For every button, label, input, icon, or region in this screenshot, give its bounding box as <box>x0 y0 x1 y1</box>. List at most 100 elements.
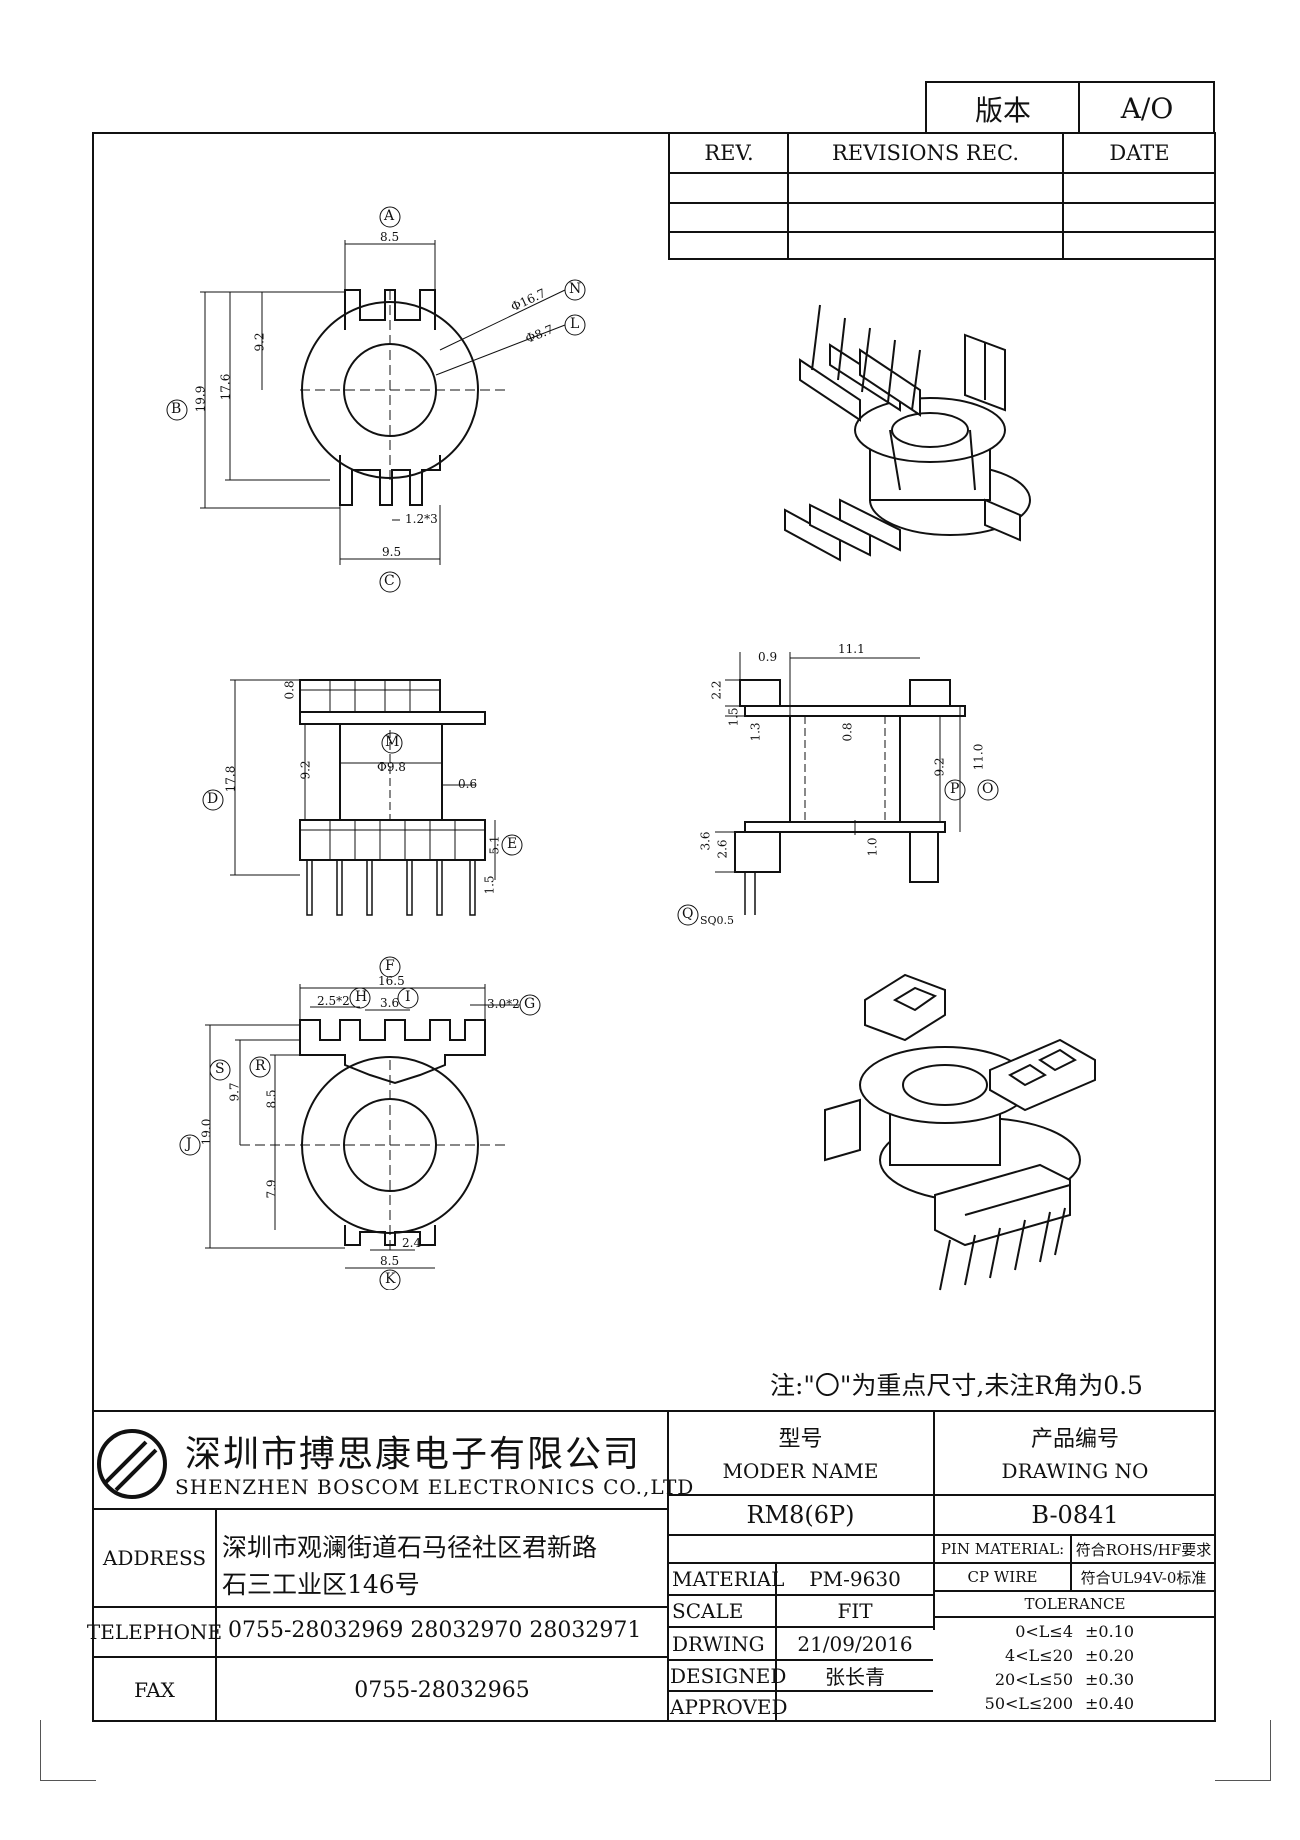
label-g: G <box>524 996 536 1012</box>
tolerance-row: 20<L≤50 ±0.30 <box>935 1670 1215 1694</box>
label-m: M <box>385 734 400 750</box>
dim-9-2-front: 9.2 <box>298 760 313 780</box>
dim-8-5-top: 8.5 <box>380 230 400 244</box>
drawing-no-label-en: DRAWING NO <box>1001 1459 1149 1483</box>
scale-label: SCALE <box>672 1599 744 1623</box>
tolerance-range: 0<L≤4 <box>1015 1622 1073 1641</box>
material-label: MATERIAL <box>672 1567 785 1591</box>
bottom-view <box>179 956 541 1290</box>
approved-label: APPROVED <box>670 1695 788 1719</box>
version-box: 版本 A/O <box>925 81 1215 134</box>
address-line2: 石三工业区146号 <box>222 1570 420 1599</box>
dim-1-3: 1.3 <box>748 722 763 742</box>
dim-8-5-k: 8.5 <box>380 1254 400 1268</box>
designed-value: 张长青 <box>825 1665 885 1689</box>
isometric-view-top <box>784 304 1031 562</box>
dim-1-0: 1.0 <box>865 837 880 857</box>
balloon-k <box>379 1269 401 1290</box>
drawing-note: 注:"〇"为重点尺寸,未注R角为0.5 <box>770 1371 1143 1400</box>
crop-mark-bottom-left <box>40 1720 96 1781</box>
balloon-i <box>397 987 419 1009</box>
tolerance-range: 50<L≤200 <box>984 1694 1073 1713</box>
model-value: RM8(6P) <box>746 1501 855 1529</box>
balloon-m <box>381 732 403 754</box>
fax-value: 0755-28032965 <box>354 1677 530 1703</box>
tolerance-label: TOLERANCE <box>1024 1595 1126 1613</box>
dim-9-2-top: 9.2 <box>252 332 267 352</box>
balloon-j <box>179 1134 201 1156</box>
dim-7-9: 7.9 <box>264 1179 279 1199</box>
cp-wire-value: 符合UL94V-0标准 <box>1080 1568 1207 1587</box>
dim-0-8-front: 0.8 <box>282 680 297 700</box>
dim-2-6: 2.6 <box>715 839 730 859</box>
tolerance-value: ±0.20 <box>1085 1646 1135 1665</box>
model-label-cn: 型号 <box>778 1427 823 1452</box>
dim-1-5-front: 1.5 <box>482 875 497 895</box>
label-j: J <box>186 1136 192 1152</box>
revisions-rec-header: REVISIONS REC. <box>831 141 1020 165</box>
balloon-n <box>564 279 586 301</box>
drawing-frame <box>92 132 1216 1722</box>
dim-17-6: 17.6 <box>218 373 233 401</box>
label-i: I <box>405 989 411 1005</box>
scale-value: FIT <box>837 1599 873 1623</box>
label-k: K <box>385 1271 396 1287</box>
dim-1-5-side: 1.5 <box>726 707 741 727</box>
tolerance-row: 4<L≤20 ±0.20 <box>935 1646 1215 1670</box>
dim-2-2: 2.2 <box>709 680 724 700</box>
dim-19-0: 19.0 <box>199 1118 214 1146</box>
dim-17-8: 17.8 <box>223 765 238 793</box>
dim-9-2-side: 9.2 <box>932 757 947 777</box>
balloon-b <box>166 399 188 421</box>
fax-label: FAX <box>134 1678 175 1702</box>
dim-8-5-bottom: 8.5 <box>264 1089 279 1109</box>
balloon-q <box>677 904 699 926</box>
label-r: R <box>255 1058 266 1074</box>
tolerance-range: 4<L≤20 <box>1005 1646 1073 1665</box>
dim-3-6-bottom: 3.6 <box>380 996 400 1010</box>
dim-19-9: 19.9 <box>193 385 208 413</box>
dim-1-2x3: 1.2*3 <box>405 512 438 526</box>
drwing-label: DRWING <box>672 1631 765 1656</box>
drawing-no-label-cn: 产品编号 <box>1030 1427 1119 1452</box>
dim-0-8-side: 0.8 <box>840 722 855 742</box>
model-label-en: MODER NAME <box>722 1459 879 1483</box>
telephone-value: 0755-28032969 28032970 28032971 <box>228 1618 642 1643</box>
balloon-a <box>379 206 401 228</box>
designed-label: DESIGNED <box>670 1663 787 1688</box>
label-n: N <box>569 281 582 297</box>
balloon-o <box>977 779 999 801</box>
tolerance-range: 20<L≤50 <box>994 1670 1073 1689</box>
dim-5-1: 5.1 <box>487 835 502 855</box>
dim-16-5: 16.5 <box>378 974 405 988</box>
label-q: Q <box>682 906 694 922</box>
balloon-h <box>349 987 371 1009</box>
balloon-g <box>519 994 541 1016</box>
pin-material-label: PIN MATERIAL: <box>940 1540 1065 1558</box>
balloon-p <box>944 779 966 801</box>
side-view <box>677 652 999 926</box>
dim-11-0: 11.0 <box>971 743 986 771</box>
label-l: L <box>570 316 580 332</box>
dim-sq-0-5: SQ0.5 <box>700 914 735 927</box>
dim-0-9: 0.9 <box>758 650 778 664</box>
label-p: P <box>950 781 960 797</box>
label-o: O <box>982 781 994 797</box>
company-logo <box>97 1429 167 1499</box>
label-b: B <box>171 401 182 417</box>
cp-wire-label: CP WIRE <box>967 1568 1038 1586</box>
version-value: A/O <box>1120 92 1174 125</box>
tolerance-value: ±0.40 <box>1085 1694 1135 1713</box>
tolerance-row: 50<L≤200 ±0.40 <box>935 1694 1215 1718</box>
balloon-l <box>564 314 586 336</box>
crop-mark-bottom-right <box>1215 1720 1271 1781</box>
balloon-e <box>501 834 523 856</box>
date-header: DATE <box>1109 141 1170 165</box>
title-block-top-rule <box>92 1410 1216 1412</box>
dim-3-0x2: 3.0*2 <box>487 997 520 1011</box>
rev-header: REV. <box>704 141 754 165</box>
balloon-f <box>379 956 401 978</box>
revisions-table: REV. REVISIONS REC. DATE <box>668 132 1216 260</box>
telephone-label: TELEPHONE <box>86 1620 223 1644</box>
address-label: ADDRESS <box>102 1546 207 1570</box>
